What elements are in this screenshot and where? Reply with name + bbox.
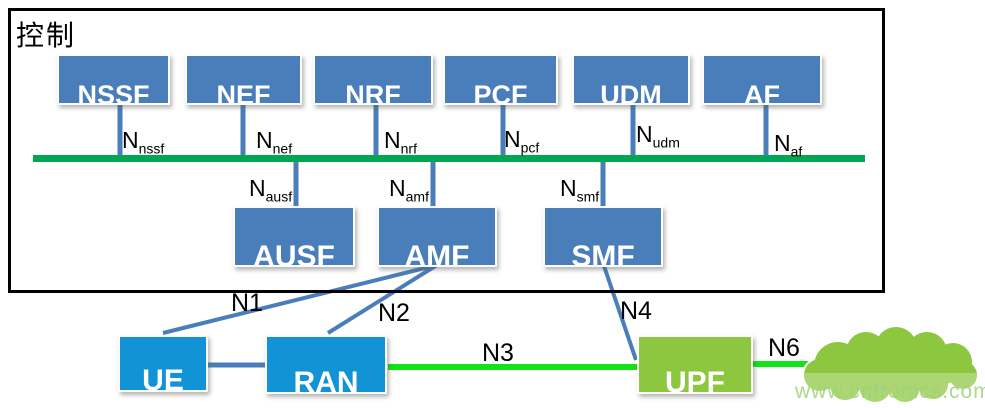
iface-prefix: N [389, 175, 406, 201]
bus-stub-lines [117, 103, 769, 208]
link-label-n6: N6 [768, 334, 800, 362]
node-udm-label: UDM [600, 80, 662, 105]
node-amf: AMF [377, 206, 497, 267]
control-region-title: 控制 [16, 21, 77, 52]
interface-label-namf: Namf [389, 175, 429, 205]
link-label-n2: N2 [378, 299, 410, 327]
node-nef: NEF [185, 54, 302, 105]
node-ue: UE [118, 335, 208, 392]
iface-prefix: N [504, 126, 521, 152]
node-ran-label: RAN [293, 366, 359, 394]
node-udm: UDM [572, 54, 690, 105]
node-amf-label: AMF [404, 240, 470, 267]
node-af-label: AF [744, 80, 780, 105]
node-smf: SMF [543, 206, 663, 267]
node-nef-label: NEF [216, 80, 271, 105]
iface-sub: ausf [265, 188, 293, 205]
n2-line [326, 263, 439, 335]
node-ausf: AUSF [233, 206, 355, 267]
user-plane-lines [388, 361, 814, 370]
watermark-text: www.cntronics.com [795, 380, 985, 403]
interface-label-nnrf: Nnrf [384, 127, 417, 157]
node-nrf: NRF [313, 54, 433, 105]
interface-label-nsmf: Nsmf [560, 175, 600, 205]
node-pcf-label: PCF [473, 80, 528, 105]
iface-sub: nef [272, 140, 293, 157]
n4-line [602, 265, 638, 361]
node-pcf: PCF [443, 54, 558, 105]
iface-sub: udm [652, 134, 680, 151]
interface-label-naf: Naf [774, 130, 803, 160]
link-label-n3: N3 [482, 339, 514, 367]
iface-prefix: N [249, 175, 266, 201]
iface-sub: af [790, 143, 803, 160]
node-upf-label: UPF [665, 366, 725, 394]
interface-label-npcf: Npcf [504, 126, 540, 156]
node-ran: RAN [265, 335, 387, 394]
node-af: AF [702, 54, 822, 105]
link-label-n4: N4 [620, 297, 652, 325]
link-label-n1: N1 [231, 289, 263, 317]
iface-prefix: N [560, 175, 577, 201]
iface-prefix: N [774, 130, 791, 156]
service-bus-line [33, 155, 865, 162]
n1-line [162, 263, 438, 335]
iface-sub: smf [576, 188, 600, 205]
iface-sub: amf [405, 188, 429, 205]
node-smf-label: SMF [571, 240, 635, 267]
interface-label-nnef: Nnef [256, 127, 293, 157]
iface-sub: nrf [400, 140, 417, 157]
node-nrf-label: NRF [345, 80, 401, 105]
node-upf: UPF [637, 335, 753, 394]
node-nssf: NSSF [57, 54, 170, 105]
iface-prefix: N [384, 127, 401, 153]
iface-prefix: N [122, 127, 139, 153]
interface-label-nudm: Nudm [636, 121, 680, 151]
node-nssf-label: NSSF [77, 80, 150, 105]
node-ue-label: UE [142, 364, 184, 392]
interface-label-nausf: Nausf [249, 175, 293, 205]
iface-prefix: N [256, 127, 273, 153]
node-ausf-label: AUSF [253, 240, 335, 267]
iface-sub: nssf [138, 140, 165, 157]
iface-prefix: N [636, 121, 653, 147]
iface-sub: pcf [520, 139, 540, 156]
control-link-lines [162, 263, 638, 368]
interface-label-nnssf: Nnssf [122, 127, 165, 157]
